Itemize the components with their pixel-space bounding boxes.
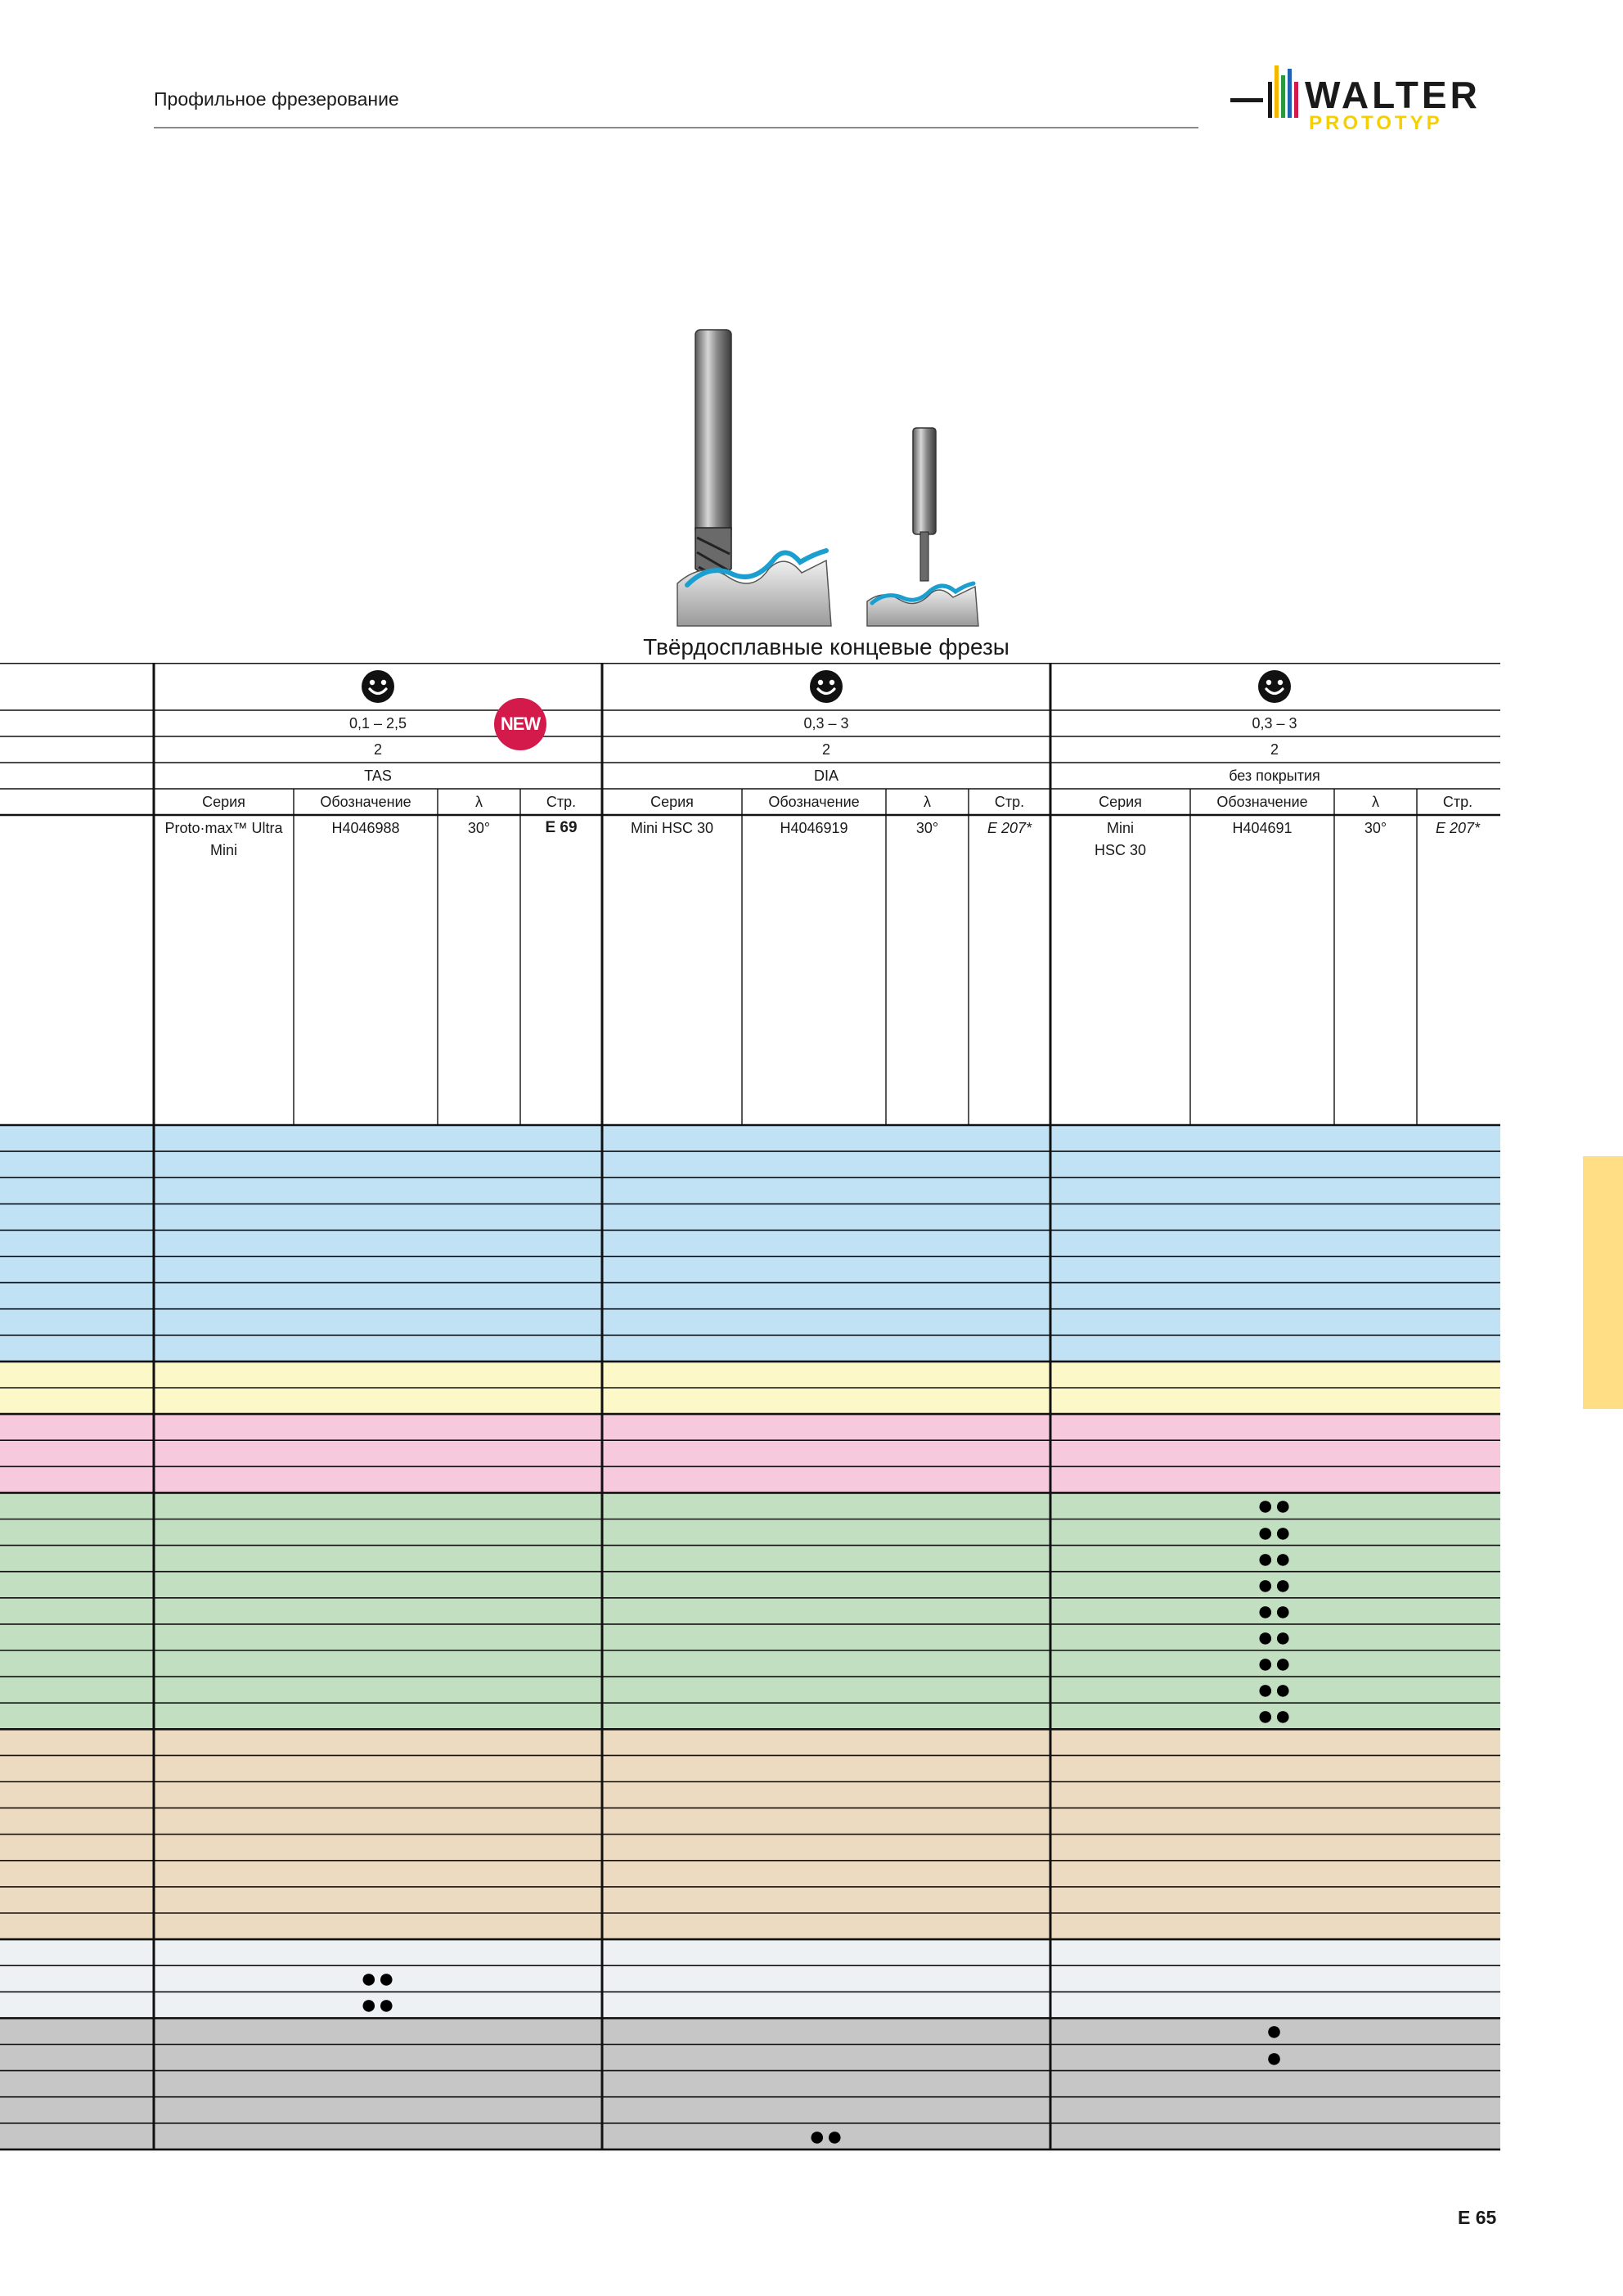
column-header: Серия (650, 794, 694, 810)
flute-count: 2 (821, 741, 830, 758)
material-band-O (0, 2018, 1500, 2150)
series-name: Proto·max™ Ultra (164, 820, 283, 836)
material-band-H (0, 1939, 1500, 2019)
suitability-mark: ● (1266, 2042, 1284, 2073)
logo-sub-text: PROTOTYP (1309, 112, 1443, 134)
diameter-range: 0,1 – 2,5 (348, 715, 407, 732)
material-band-N (0, 1492, 1500, 1730)
helix-angle: 30° (467, 820, 491, 836)
suitability-mark: ●● (1257, 1674, 1293, 1706)
column-header: Обозначение (768, 794, 860, 810)
catalog-page-ref: E 207* (987, 820, 1032, 836)
page-number: E 65 (1458, 2207, 1497, 2228)
walter-prototyp-logo: WALTER PROTOTYP (1230, 65, 1481, 134)
helix-angle: 30° (1364, 820, 1387, 836)
suitability-mark: ●● (1257, 1621, 1293, 1653)
page-header-title: Профильное фрезерование (154, 88, 399, 110)
series-name-line2: HSC 30 (1094, 842, 1147, 858)
column-header: Серия (202, 794, 245, 810)
suitability-mark: ● (1266, 2015, 1284, 2047)
flute-count: 2 (373, 741, 382, 758)
new-badge: NEW (494, 698, 546, 750)
suitability-mark: ●● (360, 1989, 396, 2021)
logo-brand-text: WALTER (1305, 74, 1481, 116)
column-header: λ (475, 794, 483, 810)
diameter-range: 0,3 – 3 (1252, 715, 1297, 732)
suitability-mark: ●● (1257, 1595, 1293, 1627)
suitability-mark: ●● (1257, 1569, 1293, 1600)
column-header: Обозначение (320, 794, 411, 810)
column-header: Стр. (546, 794, 577, 810)
helix-angle: 30° (915, 820, 939, 836)
coating-grade: без покрытия (1229, 768, 1320, 784)
designation: H4046919 (780, 820, 848, 836)
catalog-page-ref: E 207* (1435, 820, 1481, 836)
suitability-mark: ●● (1257, 1700, 1293, 1732)
coating-grade: DIA (813, 768, 838, 784)
suitability-mark: ●● (1257, 1648, 1293, 1679)
column-header: Обозначение (1216, 794, 1308, 810)
material-band-P (0, 1125, 1500, 1362)
column-header: λ (1372, 794, 1379, 810)
series-name-line2: Mini (209, 842, 237, 858)
table-grid-lines (0, 663, 1500, 2151)
catalog-page-ref: E 69 (545, 819, 578, 836)
designation: H404691 (1232, 820, 1293, 836)
chapter-side-tab (1583, 1156, 1623, 1409)
suitability-mark: ●● (1257, 1542, 1293, 1574)
smiley-icon (1258, 670, 1291, 703)
section-title: Твёрдосплавные концевые фрезы (643, 634, 1009, 660)
smiley-icon (362, 670, 394, 703)
suitability-mark: ●● (1257, 1490, 1293, 1522)
end-mill-illustration (677, 329, 979, 627)
flute-count: 2 (1270, 741, 1279, 758)
smiley-icon (810, 670, 843, 703)
suitability-mark: ●● (808, 2120, 844, 2152)
series-name: Mini (1106, 820, 1134, 836)
column-header: λ (924, 794, 931, 810)
column-header: Стр. (994, 794, 1025, 810)
series-name: Mini HSC 30 (630, 820, 714, 836)
suitability-mark: ●● (1257, 1516, 1293, 1548)
material-band-K (0, 1414, 1500, 1493)
suitability-mark: ●● (360, 1963, 396, 1995)
diameter-range: 0,3 – 3 (803, 715, 849, 732)
header-divider (154, 127, 1198, 128)
column-header: Стр. (1442, 794, 1473, 810)
designation: H4046988 (331, 820, 400, 836)
coating-grade: TAS (364, 768, 392, 784)
column-header: Серия (1099, 794, 1142, 810)
